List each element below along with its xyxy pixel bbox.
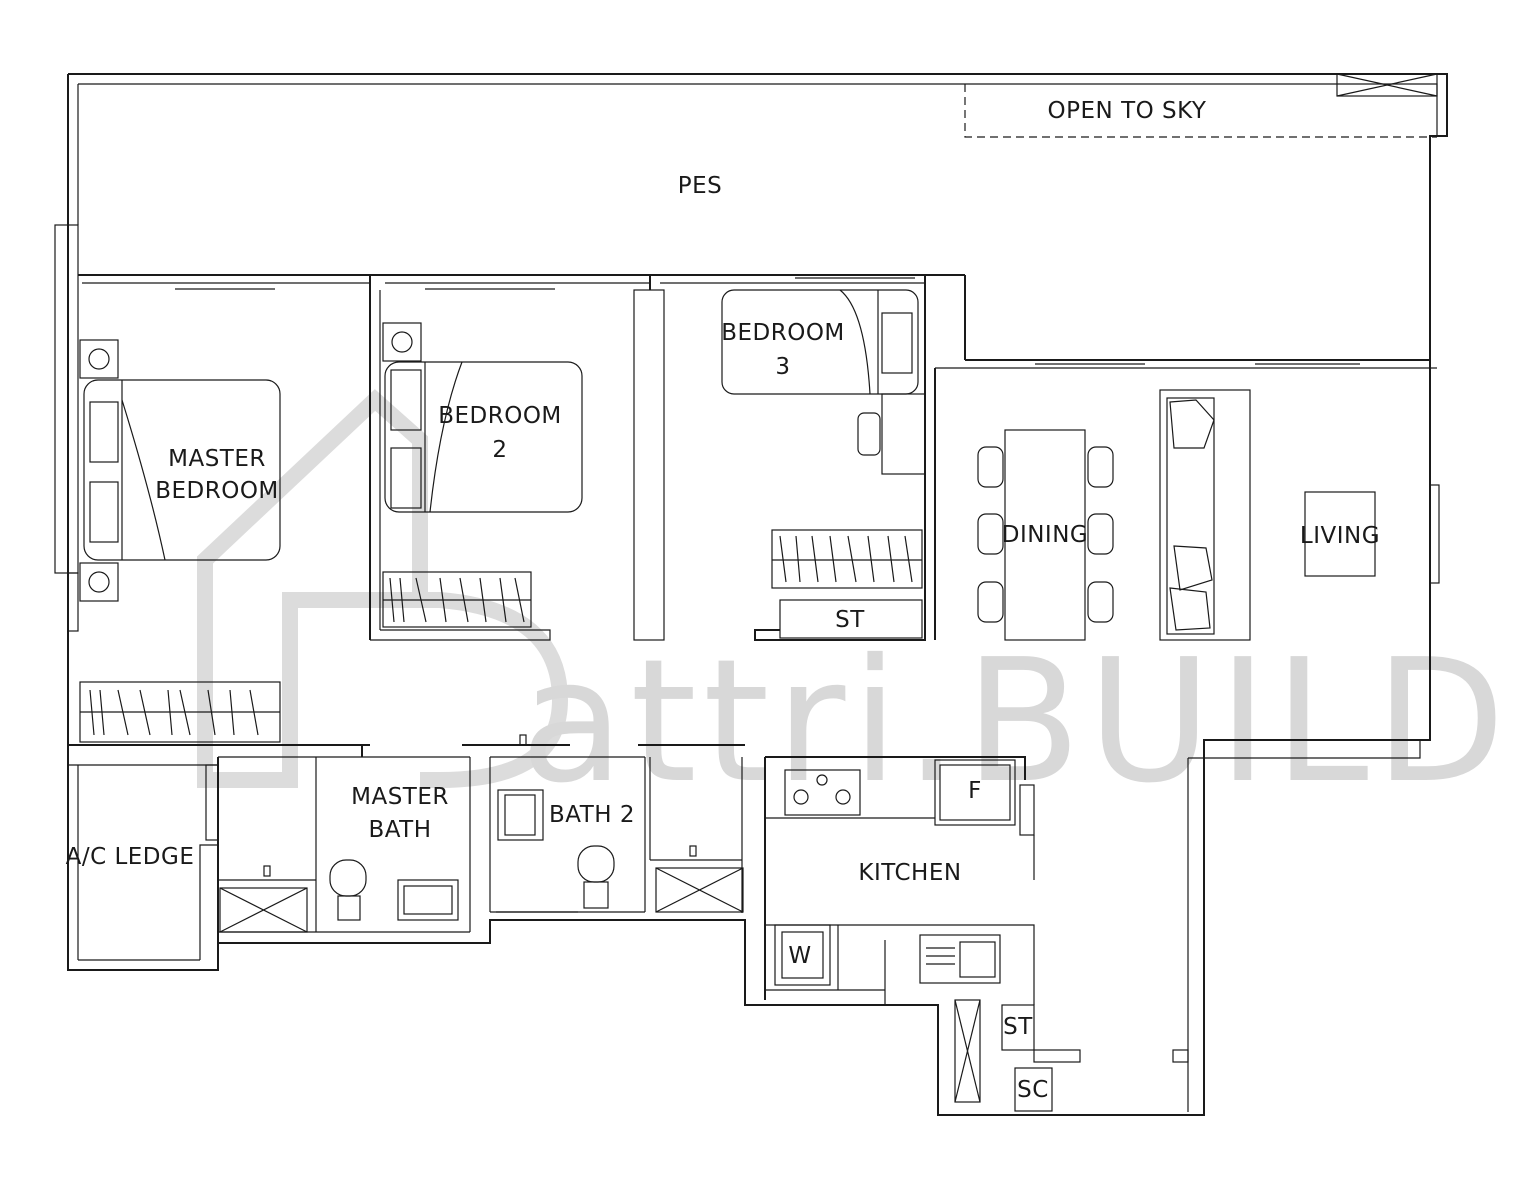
open-to-sky-area: OPEN TO SKY: [964, 73, 1438, 138]
bedroom-2-label-1: BEDROOM: [438, 403, 562, 429]
washer-label: W: [788, 943, 811, 969]
burner-icon: [793, 789, 809, 805]
dining-label: DINING: [1002, 522, 1089, 548]
coffee-table: [1304, 491, 1376, 577]
st-label: ST: [835, 607, 865, 633]
watermark-text: attri.BUILD: [520, 623, 1511, 821]
storage-box: [779, 599, 923, 639]
ac-ledge-label: A/C LEDGE: [66, 844, 195, 870]
watermark: attri.BUILD: [197, 389, 1511, 821]
fridge-label: F: [968, 778, 982, 804]
bedroom-3-label-1: BEDROOM: [721, 320, 845, 346]
lamp-icon: [79, 339, 119, 379]
fridge: [934, 759, 1016, 826]
shower: [655, 867, 744, 913]
storage-box: [1001, 1004, 1035, 1051]
bedroom-walls: [78, 274, 966, 641]
master-bedroom-label-1: MASTER: [168, 446, 266, 472]
kitchen-label: KITCHEN: [858, 860, 961, 886]
dining-table: [1004, 429, 1086, 641]
basin: [397, 879, 459, 921]
master-bedroom: MASTER BEDROOM: [79, 339, 281, 743]
washer: [774, 924, 831, 986]
shower: [219, 887, 308, 933]
living-walls: [934, 359, 1437, 640]
lamp-icon: [79, 562, 119, 602]
bedroom-3-label-2: 3: [775, 354, 790, 380]
burner-icon: [816, 774, 828, 786]
study-desk: [881, 393, 926, 475]
master-bath-label-1: MASTER: [351, 784, 449, 810]
lamp-icon: [382, 322, 422, 362]
sofa: [1159, 389, 1251, 641]
sink: [919, 934, 1001, 984]
bath-2-label: BATH 2: [549, 802, 635, 828]
living-label: LIVING: [1300, 523, 1380, 549]
bedroom-2-label-2: 2: [492, 437, 507, 463]
bedroom-3: BEDROOM 3 ST: [721, 289, 926, 639]
toilet-icon: [329, 859, 367, 897]
dining-area: DINING: [977, 429, 1114, 641]
service-closet: [1014, 1067, 1053, 1112]
burner-icon: [835, 789, 851, 805]
outer-walls: [54, 73, 1448, 1116]
lower-left-walls: A/C LEDGE MASTER BATH BATH 2: [66, 734, 745, 961]
bed: [83, 379, 281, 561]
master-bath-label-2: BATH: [368, 817, 431, 843]
shower: [954, 999, 981, 1103]
master-bedroom-label-2: BEDROOM: [155, 478, 279, 504]
chair: [857, 412, 881, 456]
open-to-sky-label: OPEN TO SKY: [1048, 98, 1207, 124]
st-kitchen-label: ST: [1003, 1014, 1033, 1040]
hob: [784, 769, 861, 816]
wardrobe: [771, 529, 923, 589]
basin: [497, 789, 544, 841]
bed: [721, 289, 919, 395]
toilet-icon: [577, 845, 615, 883]
bed: [384, 361, 583, 513]
pes-label: PES: [678, 173, 723, 199]
watermark-house-logo: [197, 389, 569, 788]
kitchen: F KITCHEN W ST SC: [764, 756, 1081, 1112]
bedroom-2: BEDROOM 2: [382, 322, 583, 628]
living-area: LIVING: [1159, 389, 1380, 641]
sc-label: SC: [1017, 1077, 1049, 1103]
